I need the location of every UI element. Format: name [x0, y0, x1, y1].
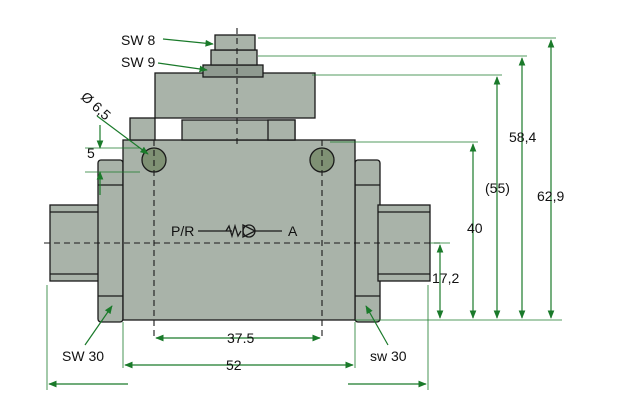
label-dim-58-4: 58,4	[509, 129, 536, 145]
label-diameter: Ø 6,5	[78, 88, 114, 123]
labels: SW 8 SW 9 Ø 6,5 5 P/R A SW 30 sw 30 37.5…	[62, 32, 564, 373]
label-dim-40: 40	[467, 220, 483, 236]
label-dim-62-9: 62,9	[537, 188, 564, 204]
label-dim-52: 52	[226, 357, 242, 373]
label-sw30-left: SW 30	[62, 348, 104, 364]
label-sw8: SW 8	[121, 32, 155, 48]
label-dim-17-2: 17,2	[432, 270, 459, 286]
label-dim-55: (55)	[485, 180, 510, 196]
label-port-pr: P/R	[171, 223, 194, 239]
actuator	[129, 34, 316, 141]
valve-symbol	[198, 223, 282, 239]
label-sw9: SW 9	[121, 54, 155, 70]
label-port-a: A	[288, 223, 298, 239]
left-fitting	[49, 159, 124, 323]
label-sw30-right: sw 30	[370, 348, 407, 364]
label-dim-37-5: 37.5	[227, 330, 254, 346]
dimension-lines	[46, 37, 562, 390]
center-lines	[44, 28, 440, 340]
right-fitting	[354, 159, 431, 323]
label-dim-5: 5	[87, 145, 95, 161]
